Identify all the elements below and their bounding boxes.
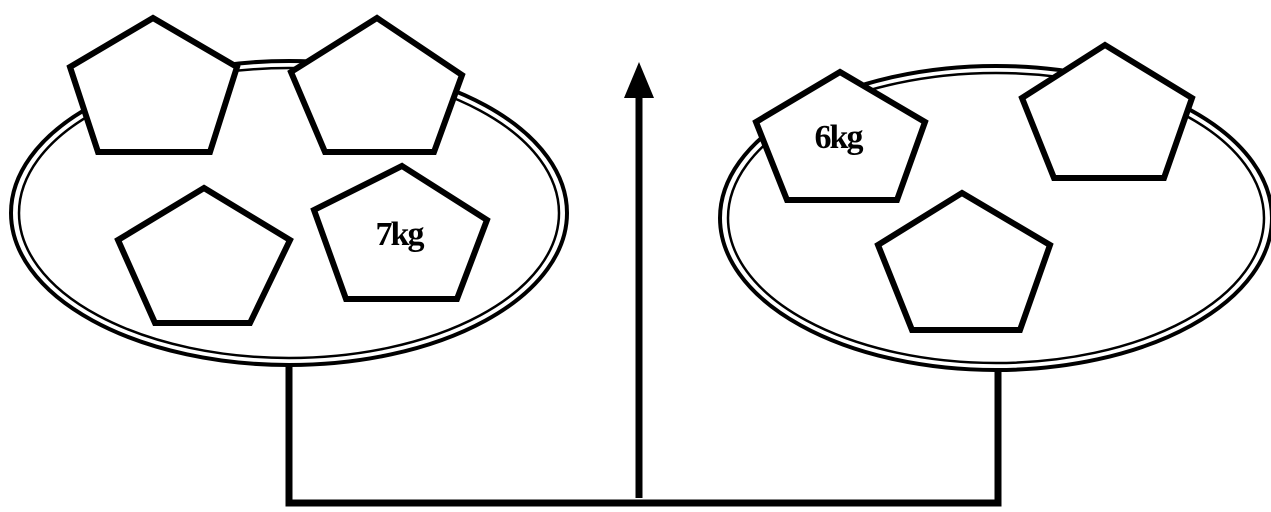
left-pan-weights: 7kg xyxy=(70,18,487,323)
pentagon-weight xyxy=(70,18,237,152)
arrow-head-icon xyxy=(624,62,654,98)
weight-label-right: 6kg xyxy=(815,119,864,156)
pentagon-weight xyxy=(878,193,1050,330)
pentagon-weight xyxy=(1022,45,1192,178)
pentagon-weight xyxy=(291,18,462,152)
scale-base xyxy=(289,368,998,503)
weight-label-left: 7kg xyxy=(376,216,425,253)
center-arrow xyxy=(624,62,654,498)
right-pan-weights: 6kg xyxy=(756,45,1192,330)
pentagon-weight xyxy=(118,188,290,323)
